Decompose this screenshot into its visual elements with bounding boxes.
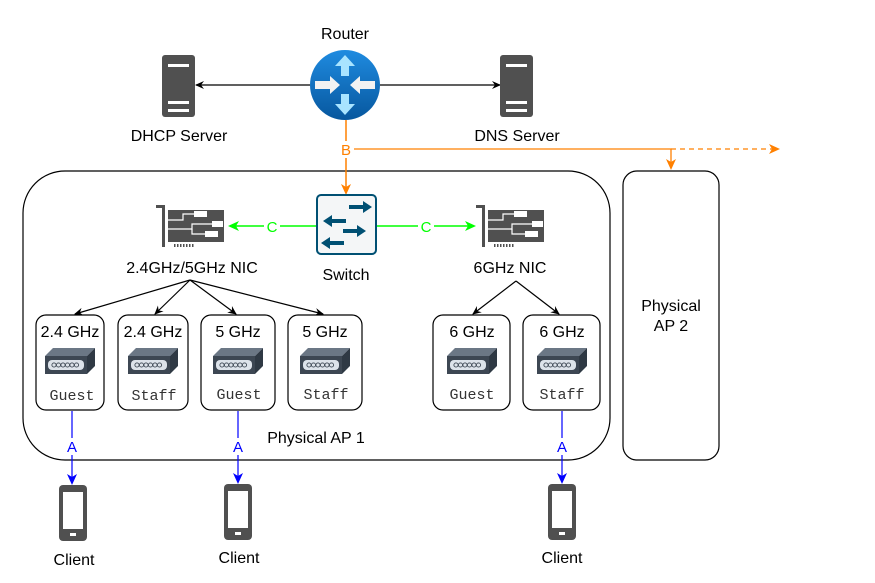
vap-band-label: 6 GHz: [449, 324, 494, 341]
nic6-to-vap-5-edge: [472, 280, 517, 315]
vap-band-label: 5 GHz: [215, 324, 260, 341]
dhcp-server-icon[interactable]: [162, 55, 195, 117]
switch-label: Switch: [322, 267, 369, 284]
switch-icon[interactable]: [316, 194, 377, 255]
vap-band-label: 2.4 GHz: [124, 324, 183, 341]
virtual-ap-6[interactable]: 6 GHz Staff: [522, 314, 601, 411]
wifi-device-icon: [536, 347, 588, 375]
vap-ssid-label: Guest: [49, 388, 94, 405]
router-label: Router: [321, 26, 370, 43]
virtual-ap-2[interactable]: 2.4 GHz Staff: [117, 314, 189, 411]
vap-ssid-label: Guest: [449, 387, 494, 404]
client-2-label: Client: [219, 550, 260, 567]
client-1-phone-icon[interactable]: [59, 485, 87, 541]
router-icon[interactable]: [310, 50, 380, 120]
physical-ap-2-container[interactable]: [622, 170, 720, 461]
client-1-label: Client: [54, 552, 95, 569]
edge-label-a-3: A: [557, 439, 567, 456]
nic-to-vap-2-edge: [154, 279, 191, 315]
edge-label-a-2: A: [233, 439, 243, 456]
dhcp-server-label: DHCP Server: [131, 128, 228, 145]
edge-label-c-right: C: [421, 219, 432, 236]
dns-server-icon[interactable]: [500, 55, 533, 117]
nic-to-vap-3-edge: [189, 279, 237, 315]
client-3-label: Client: [542, 550, 583, 567]
vap-band-label: 5 GHz: [302, 324, 347, 341]
nic-6-label: 6GHz NIC: [474, 260, 547, 277]
vap-ssid-label: Staff: [303, 387, 348, 404]
nic-24-5-label: 2.4GHz/5GHz NIC: [126, 260, 258, 277]
virtual-ap-5[interactable]: 6 GHz Guest: [432, 314, 511, 411]
virtual-ap-3[interactable]: 5 GHz Guest: [200, 314, 276, 411]
router-to-ap2-edge: [354, 148, 676, 170]
wifi-device-icon: [127, 347, 179, 375]
nic-6-icon[interactable]: [475, 204, 545, 248]
wifi-device-icon: [44, 347, 96, 375]
nic-to-vap-4-edge: [189, 279, 324, 316]
edge-label-c-left: C: [267, 219, 278, 236]
nic6-to-vap-6-edge: [515, 280, 560, 315]
physical-ap-2-label-line2: AP 2: [654, 318, 689, 335]
wifi-device-icon: [212, 347, 264, 375]
vap-ssid-label: Guest: [216, 387, 261, 404]
edge-label-b: B: [341, 142, 351, 159]
client-2-phone-icon[interactable]: [224, 484, 252, 540]
vap-ssid-label: Staff: [131, 388, 176, 405]
client-3-phone-icon[interactable]: [548, 484, 576, 540]
vap-band-label: 6 GHz: [539, 324, 584, 341]
vap-band-label: 2.4 GHz: [41, 324, 100, 341]
dns-server-label: DNS Server: [474, 128, 560, 145]
wifi-device-icon: [446, 347, 498, 375]
physical-ap-1-label: Physical AP 1: [267, 430, 365, 447]
nic-to-vap-1-edge: [74, 279, 191, 316]
virtual-ap-1[interactable]: 2.4 GHz Guest: [35, 314, 105, 411]
nic-24-5-icon[interactable]: [155, 204, 225, 248]
physical-ap-1-container[interactable]: [22, 170, 611, 461]
physical-ap-2-label-line1: Physical: [641, 298, 701, 315]
edge-label-a-1: A: [67, 439, 77, 456]
virtual-ap-4[interactable]: 5 GHz Staff: [287, 314, 363, 411]
wifi-device-icon: [299, 347, 351, 375]
vap-ssid-label: Staff: [539, 387, 584, 404]
